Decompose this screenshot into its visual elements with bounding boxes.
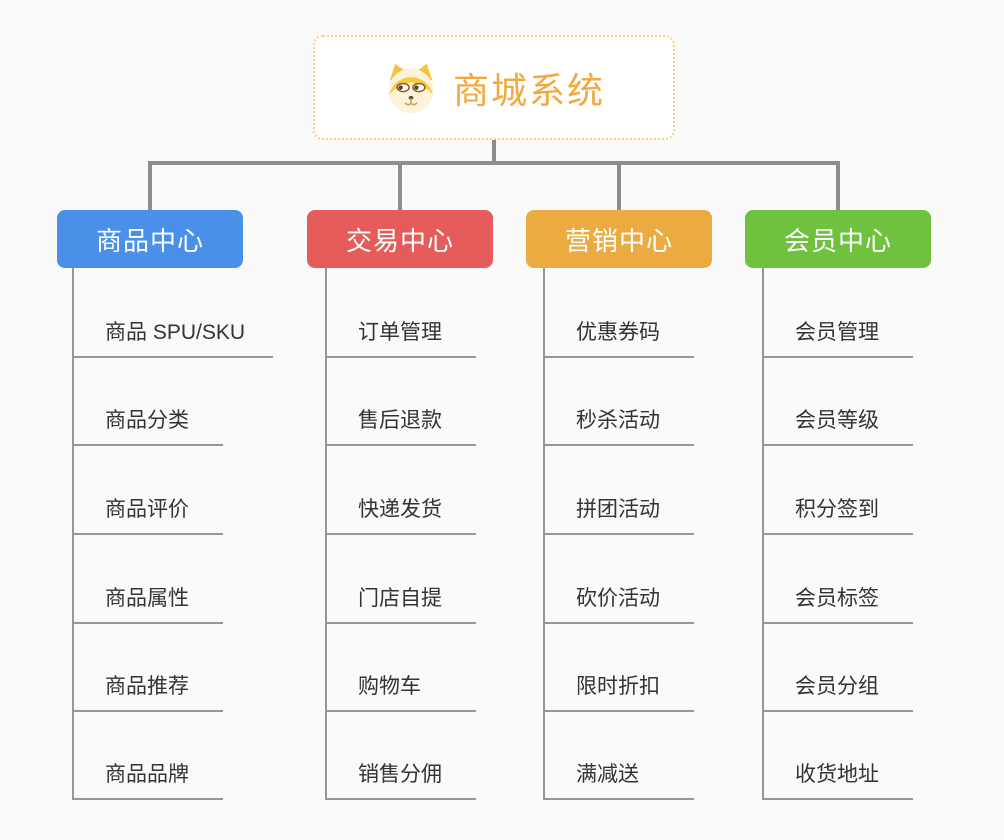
leaf-item[interactable]: 积分签到 — [762, 495, 913, 535]
leaf-item[interactable]: 商品评价 — [72, 495, 223, 535]
leaf-item[interactable]: 订单管理 — [325, 318, 476, 358]
leaf-item[interactable]: 商品品牌 — [72, 760, 223, 800]
leaf-item[interactable]: 门店自提 — [325, 584, 476, 624]
leaf-item[interactable]: 会员管理 — [762, 318, 913, 358]
leaf-item[interactable]: 商品推荐 — [72, 672, 223, 712]
leaf-item[interactable]: 商品分类 — [72, 406, 223, 446]
leaf-item[interactable]: 满减送 — [543, 760, 694, 800]
root-title: 商城系统 — [452, 69, 605, 111]
leaf-item[interactable]: 购物车 — [325, 672, 476, 712]
leaf-item[interactable]: 秒杀活动 — [543, 406, 694, 446]
leaf-item[interactable]: 收货地址 — [762, 760, 913, 800]
leaf-item[interactable]: 优惠券码 — [543, 318, 694, 358]
branch-node-product-center[interactable]: 商品中心 — [57, 210, 243, 268]
shiba-dog-icon — [383, 62, 439, 114]
connector-bus — [148, 161, 840, 165]
connector-drop-marketing — [617, 161, 621, 210]
connector-drop-products — [148, 161, 152, 210]
connector-root-stub — [492, 140, 496, 165]
leaf-item[interactable]: 商品 SPU/SKU — [72, 318, 274, 358]
connector-drop-trade — [398, 161, 402, 210]
leaf-item[interactable]: 销售分佣 — [325, 760, 476, 800]
leaf-item[interactable]: 快递发货 — [325, 495, 476, 535]
leaf-item[interactable]: 砍价活动 — [543, 584, 694, 624]
branch-node-marketing-center[interactable]: 营销中心 — [526, 210, 712, 268]
connector-drop-members — [836, 161, 840, 210]
leaf-item[interactable]: 拼团活动 — [543, 495, 694, 535]
leaf-item[interactable]: 限时折扣 — [543, 672, 694, 712]
leaf-item[interactable]: 会员标签 — [762, 584, 913, 624]
branch-node-trade-center[interactable]: 交易中心 — [307, 210, 493, 268]
leaf-item[interactable]: 会员分组 — [762, 672, 913, 712]
branch-node-member-center[interactable]: 会员中心 — [745, 210, 931, 268]
leaf-item[interactable]: 商品属性 — [72, 584, 223, 624]
leaf-item[interactable]: 售后退款 — [325, 406, 476, 446]
root-node[interactable]: 商城系统 — [313, 35, 675, 140]
leaf-item[interactable]: 会员等级 — [762, 406, 913, 446]
